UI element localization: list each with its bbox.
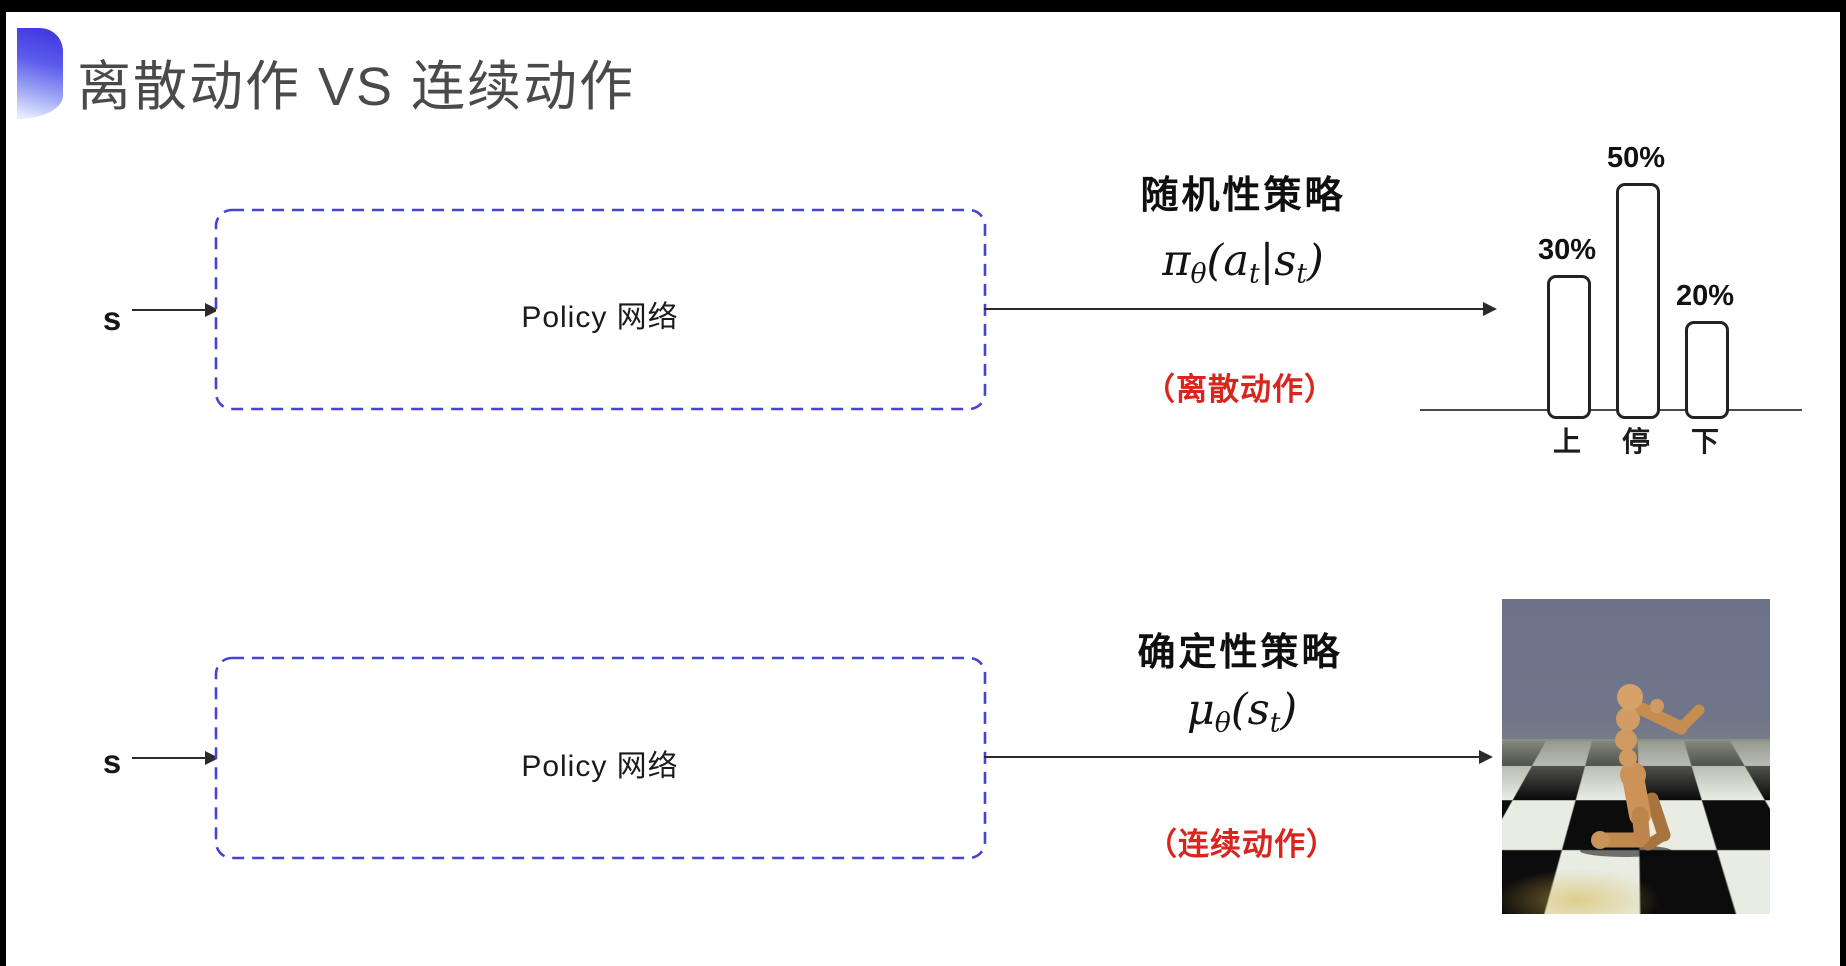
action-probability-bar-chart: 30% 50% 20% 上 停 下 <box>1420 102 1802 462</box>
humanoid-simulation-image <box>1502 599 1770 914</box>
bar-up-value-label: 30% <box>1537 234 1597 266</box>
top-input-arrow <box>132 303 219 317</box>
chart-axis-line <box>1420 409 1802 411</box>
top-policy-network-label: Policy 网络 <box>521 301 679 334</box>
category-label-stop: 停 <box>1621 426 1650 457</box>
page-title: 离散动作 VS 连续动作 <box>77 57 636 117</box>
deterministic-policy-formula: μθ(st) <box>1186 685 1298 739</box>
bottom-input-state-label: s <box>102 743 122 780</box>
bar-down-value-label: 20% <box>1675 280 1735 312</box>
stochastic-policy-formula: πθ(at|st) <box>1162 236 1324 290</box>
humanoid-robot-figure <box>1580 684 1705 857</box>
bottom-output-arrow <box>984 750 1493 764</box>
slide: 离散动作 VS 连续动作 s Policy 网络 随机性策略 πθ(at|st)… <box>6 12 1840 966</box>
title-bullet-icon <box>17 28 63 119</box>
bottom-policy-network-box <box>214 656 987 860</box>
category-label-up: 上 <box>1552 426 1581 457</box>
bottom-input-arrow <box>132 751 219 765</box>
bar-down <box>1685 321 1729 419</box>
stochastic-policy-title: 随机性策略 <box>1140 175 1346 217</box>
discrete-action-annotation: （离散动作） <box>1144 372 1336 407</box>
bar-stop-value-label: 50% <box>1606 142 1666 174</box>
top-output-arrow <box>984 302 1497 316</box>
bar-up <box>1547 275 1591 419</box>
deterministic-policy-title: 确定性策略 <box>1137 632 1343 674</box>
continuous-action-annotation: （连续动作） <box>1146 827 1338 862</box>
category-label-down: 下 <box>1690 426 1719 457</box>
bar-stop <box>1616 183 1660 419</box>
top-input-state-label: s <box>102 300 122 337</box>
bottom-policy-network-label: Policy 网络 <box>521 750 679 783</box>
